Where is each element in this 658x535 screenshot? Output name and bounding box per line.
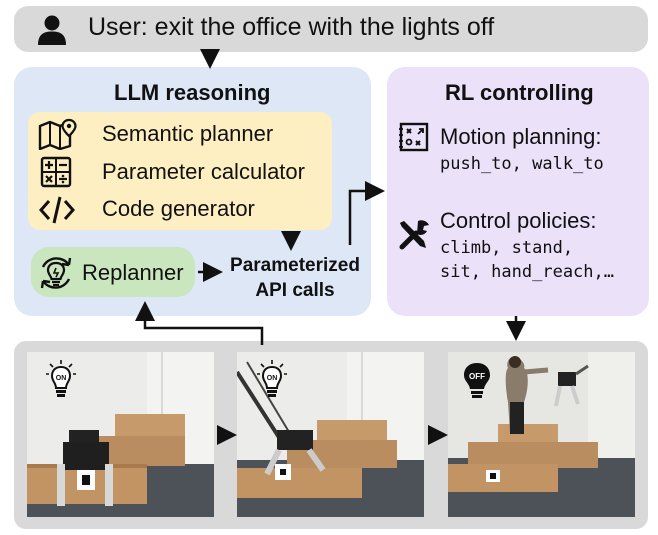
control-policies-apis-line2: sit, hand_reach,… [440,262,614,282]
llm-reasoning-title: LLM reasoning [114,80,271,105]
robot-photo-start [27,352,214,517]
parameter-calculator-label: Parameter calculator [102,159,305,184]
rl-controlling-panel [387,67,649,316]
code-icon [39,196,75,224]
api-calls-label-line1: Parameterized [230,255,360,276]
calculator-icon [40,156,72,188]
motion-plan-icon [399,122,429,152]
motion-planning-apis: push_to, walk_to [440,154,604,174]
bulb-3-state: OFF [469,372,485,381]
replanner-label: Replanner [82,260,184,285]
user-icon [38,15,66,45]
rl-controlling-title: RL controlling [445,80,594,105]
robot-photo-pushing [237,352,424,517]
user-instruction-text: User: exit the office with the lights of… [88,13,495,41]
tools-icon [399,220,429,250]
control-policies-apis-line1: climb, stand, [440,238,574,258]
user-instruction-bar [14,6,648,52]
map-pin-icon [38,118,77,150]
semantic-planner-label: Semantic planner [102,121,274,146]
bulb-2-state: ON [267,375,278,382]
code-generator-label: Code generator [102,196,255,221]
lightbulb-on-icon: ON [46,360,76,397]
robot-photo-lights-off [448,352,635,517]
control-policies-label: Control policies: [440,208,597,233]
llm-modules-box [28,112,332,230]
api-calls-label-line2: API calls [255,280,335,301]
bulb-1-state: ON [56,375,67,382]
lightbulb-off-icon: OFF [464,363,490,398]
lightbulb-on-icon: ON [257,360,287,397]
motion-planning-label: Motion planning: [440,124,602,149]
lightbulb-cycle-icon [40,257,72,289]
replanner-box [31,247,195,297]
